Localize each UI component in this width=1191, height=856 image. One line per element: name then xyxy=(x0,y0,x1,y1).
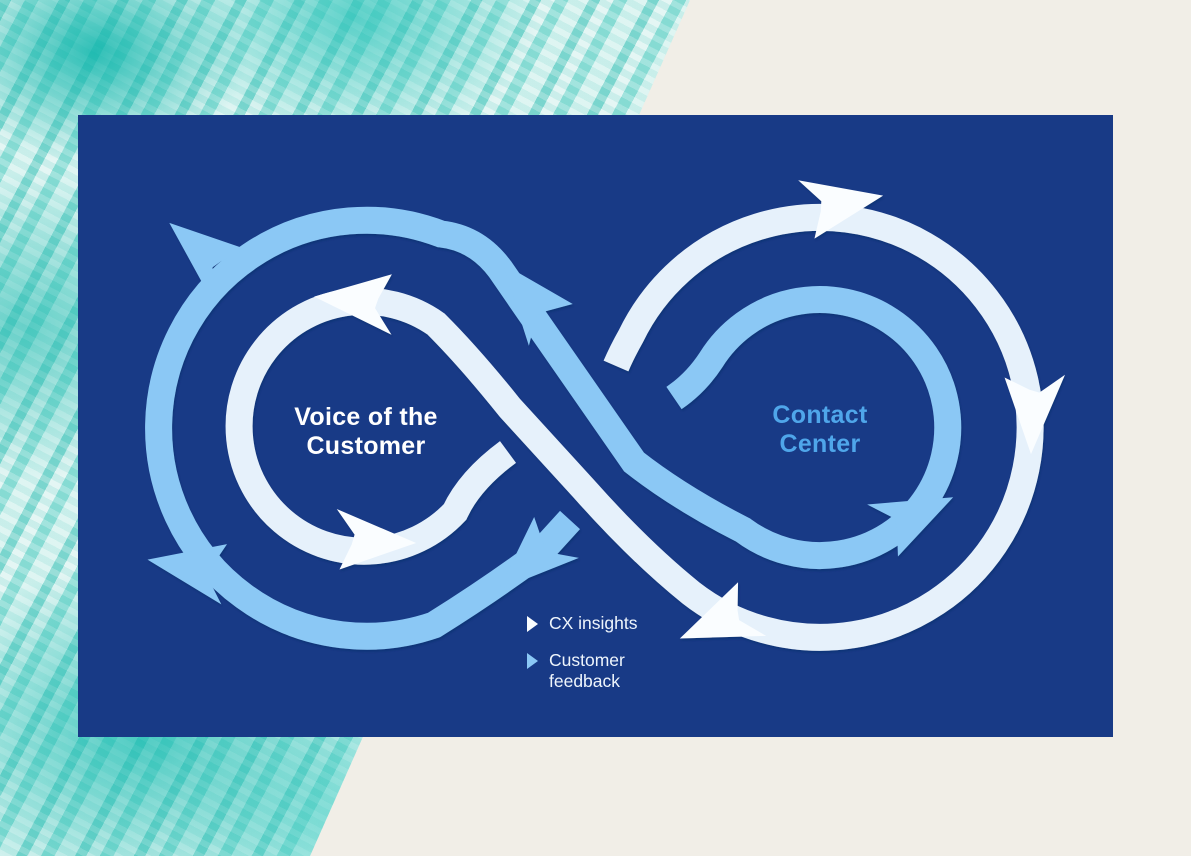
customer-feedback-strand xyxy=(145,206,962,650)
legend-item-customer-feedback: Customer feedback xyxy=(527,650,649,692)
legend-label: CX insights xyxy=(549,613,638,633)
voc-label-line2: Customer xyxy=(306,432,426,460)
cc-label-line2: Center xyxy=(779,430,861,458)
contact-center-label: Contact Center xyxy=(710,401,930,459)
cx-insights-strand xyxy=(225,203,1044,651)
legend-label: Customer feedback xyxy=(549,650,625,691)
cx-insights-triangle-icon xyxy=(527,616,538,632)
legend-item-cx-insights: CX insights xyxy=(527,613,649,634)
customer-feedback-triangle-icon xyxy=(527,653,538,669)
voice-of-customer-label: Voice of the Customer xyxy=(256,403,476,461)
voc-label-line1: Voice of the xyxy=(294,403,438,431)
infinity-loop-diagram xyxy=(141,168,1066,664)
slide-card: Voice of the Customer Contact Center CX … xyxy=(78,115,1113,737)
legend: CX insights Customer feedback xyxy=(527,613,649,708)
cc-label-line1: Contact xyxy=(772,401,868,429)
